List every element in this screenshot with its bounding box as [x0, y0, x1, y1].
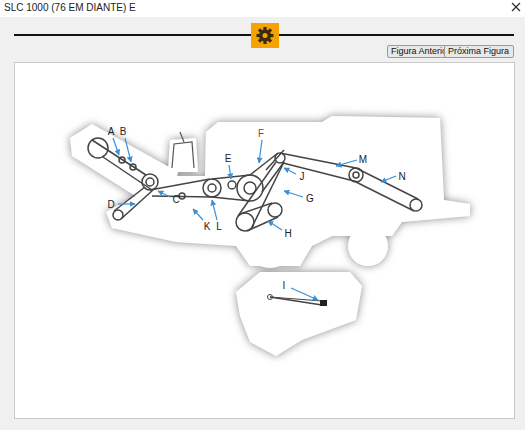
callout-letter: K: [203, 221, 212, 232]
title-bar: [0, 0, 525, 17]
window-title: SLC 1000 (76 EM DIANTE) E: [4, 2, 136, 14]
callout-letter: F: [257, 128, 265, 139]
close-icon: [512, 3, 520, 11]
nav-button: Próxima Figura: [444, 45, 514, 58]
cab-frame: [172, 132, 194, 168]
callout-letter: I: [282, 280, 287, 291]
figure-panel: [15, 63, 515, 419]
callout-letter: C: [171, 194, 180, 205]
callout-letter: G: [305, 193, 315, 204]
callout-letter: D: [106, 199, 115, 210]
button-label: Figura Anterior: [391, 46, 450, 56]
gear-button: [251, 23, 279, 48]
callout-letter: B: [119, 126, 128, 137]
callout-letter: L: [215, 221, 223, 232]
gear-icon: [257, 27, 274, 44]
callout-letter: A: [107, 126, 116, 137]
leader-arrows: [113, 138, 396, 300]
inset-part: [268, 295, 328, 307]
harvester-silhouette: [70, 116, 470, 356]
callout-letter: N: [397, 171, 406, 182]
belt-drive: [88, 138, 422, 231]
callout-letter: H: [283, 228, 292, 239]
callout-letter: M: [358, 154, 368, 165]
callout-letter: J: [299, 171, 306, 182]
button-label: Próxima Figura: [448, 46, 509, 56]
callout-letter: E: [224, 153, 233, 164]
